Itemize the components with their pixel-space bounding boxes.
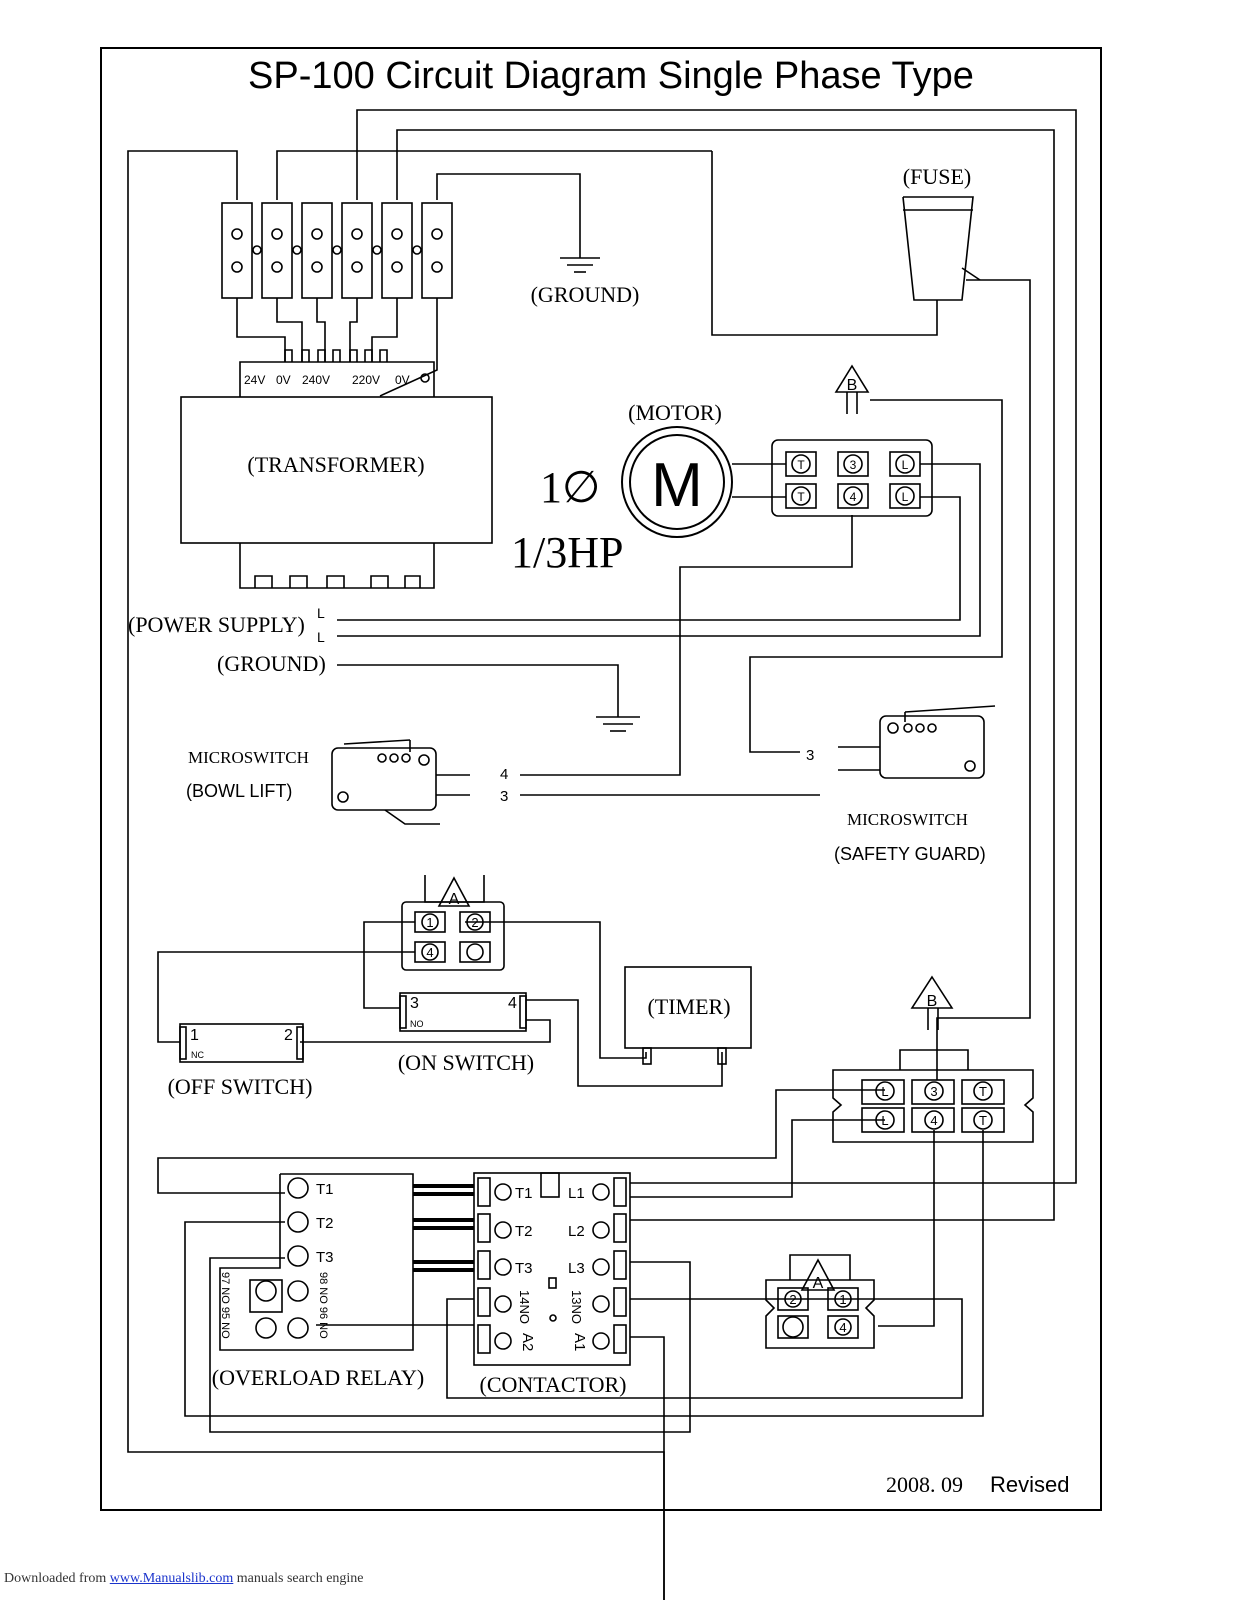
revision-date: 2008. 09 [886,1472,963,1497]
or-t3: T3 [316,1249,334,1266]
conn-a-pin-4: 4 [426,945,433,960]
conn-b2-pin-t2: T [979,1113,987,1128]
wire-4-label: 4 [500,766,508,783]
conn-b-pin-3: 3 [850,458,857,472]
or-t1: T1 [316,1181,334,1198]
off-switch-label: (OFF SWITCH) [168,1074,313,1099]
conn-b2-pin-l1: L [881,1084,888,1099]
ground-left-label: (GROUND) [217,651,326,676]
manualslib-link[interactable]: www.Manualslib.com [109,1571,234,1586]
conn-a-letter: A [449,891,460,908]
terminal-block [221,202,453,299]
ct-a1: A1 [571,1333,588,1351]
ct-a2: A2 [519,1333,536,1351]
conn-b2-pin-t1: T [979,1084,987,1099]
on-switch [399,992,527,1032]
ct-t2: T2 [515,1223,533,1240]
motor-label: (MOTOR) [628,400,722,425]
ct-13no: 13NO [569,1290,584,1324]
connector-b-lower [832,975,1034,1143]
transformer-tap-240v: 240V [302,373,330,387]
timer [624,966,752,1065]
connector-a-switch [401,875,505,971]
ground-top-label: (GROUND) [531,282,640,307]
on-switch-label: (ON SWITCH) [398,1050,534,1075]
power-line-l2: L [317,629,325,645]
motor [621,426,733,538]
conn-b-pin-l2: L [902,490,909,504]
connector-b-top [771,364,933,517]
conn-a2-letter: A [813,1275,824,1292]
overload-relay [219,1173,414,1351]
power-supply-label: (POWER SUPPLY) [128,612,305,637]
ms-bowl-name: (BOWL LIFT) [186,781,292,801]
off-switch-pin-2: 2 [284,1027,293,1044]
ct-l3: L3 [568,1260,585,1277]
ms-guard-name: (SAFETY GUARD) [834,844,986,864]
conn-b2-letter: B [927,993,938,1010]
transformer-tap-0v-b: 0V [395,373,410,387]
or-t2: T2 [316,1215,334,1232]
conn-a2-pin-2: 2 [789,1292,796,1307]
footer-suffix: manuals search engine [233,1571,364,1586]
or-right-contacts: 98 NO 96 NO [317,1272,329,1339]
conn-b2-pin-l2: L [881,1113,888,1128]
transformer-tap-0v-a: 0V [276,373,291,387]
transformer-tap-24v: 24V [244,373,265,387]
contactor-label: (CONTACTOR) [480,1372,627,1397]
download-footer: Downloaded from www.Manualslib.com manua… [4,1571,364,1587]
conn-a2-pin-1: 1 [839,1292,846,1307]
fuse [902,196,981,301]
conn-b-pin-4: 4 [850,490,857,504]
connector-a-contactor [765,1254,875,1349]
transformer [180,349,493,589]
or-left-contacts: 97 NO 95 NO [219,1272,231,1339]
conn-b-pin-t1: T [797,458,805,472]
on-switch-no: NO [410,1019,424,1029]
conn-a2-pin-4: 4 [839,1320,846,1335]
ct-t1: T1 [515,1185,533,1202]
horsepower-label: 1/3HP [511,528,623,577]
microswitch-bowl-lift [331,739,470,825]
ct-14no: 14NO [517,1290,532,1324]
fuse-label: (FUSE) [903,164,971,189]
conn-b-pin-t2: T [797,490,805,504]
on-switch-pin-3: 3 [410,995,419,1012]
ms-bowl-title: MICROSWITCH [188,748,309,767]
footer-prefix: Downloaded from [4,1571,110,1586]
wire-3-label: 3 [500,788,508,805]
ms-guard-title: MICROSWITCH [847,810,968,829]
conn-b2-pin-4: 4 [930,1113,937,1128]
ct-l1: L1 [568,1185,585,1202]
overload-relay-label: (OVERLOAD RELAY) [212,1365,424,1390]
timer-label: (TIMER) [647,994,730,1019]
diagram-title: SP-100 Circuit Diagram Single Phase Type [248,55,974,97]
microswitch-safety-guard [879,705,996,779]
off-switch-pin-1: 1 [190,1027,199,1044]
conn-a-pin-2: 2 [471,915,478,930]
off-switch-nc: NC [191,1050,204,1060]
conn-a-pin-1: 1 [426,915,433,930]
ct-t3: T3 [515,1260,533,1277]
on-switch-pin-4: 4 [508,995,517,1012]
conn-b2-pin-3: 3 [930,1084,937,1099]
diagram-frame [100,47,1102,1511]
revision-word: Revised [990,1472,1069,1497]
power-line-l1: L [317,605,325,621]
transformer-tap-220v: 220V [352,373,380,387]
wire-3-guard-label: 3 [806,747,814,764]
motor-symbol: M [651,451,703,520]
off-switch [179,1023,304,1063]
transformer-label: (TRANSFORMER) [247,452,424,477]
phase-label: 1∅ [540,463,600,512]
contactor [473,1172,631,1366]
conn-b-letter: B [847,377,858,394]
conn-b-pin-l1: L [902,458,909,472]
ct-l2: L2 [568,1223,585,1240]
